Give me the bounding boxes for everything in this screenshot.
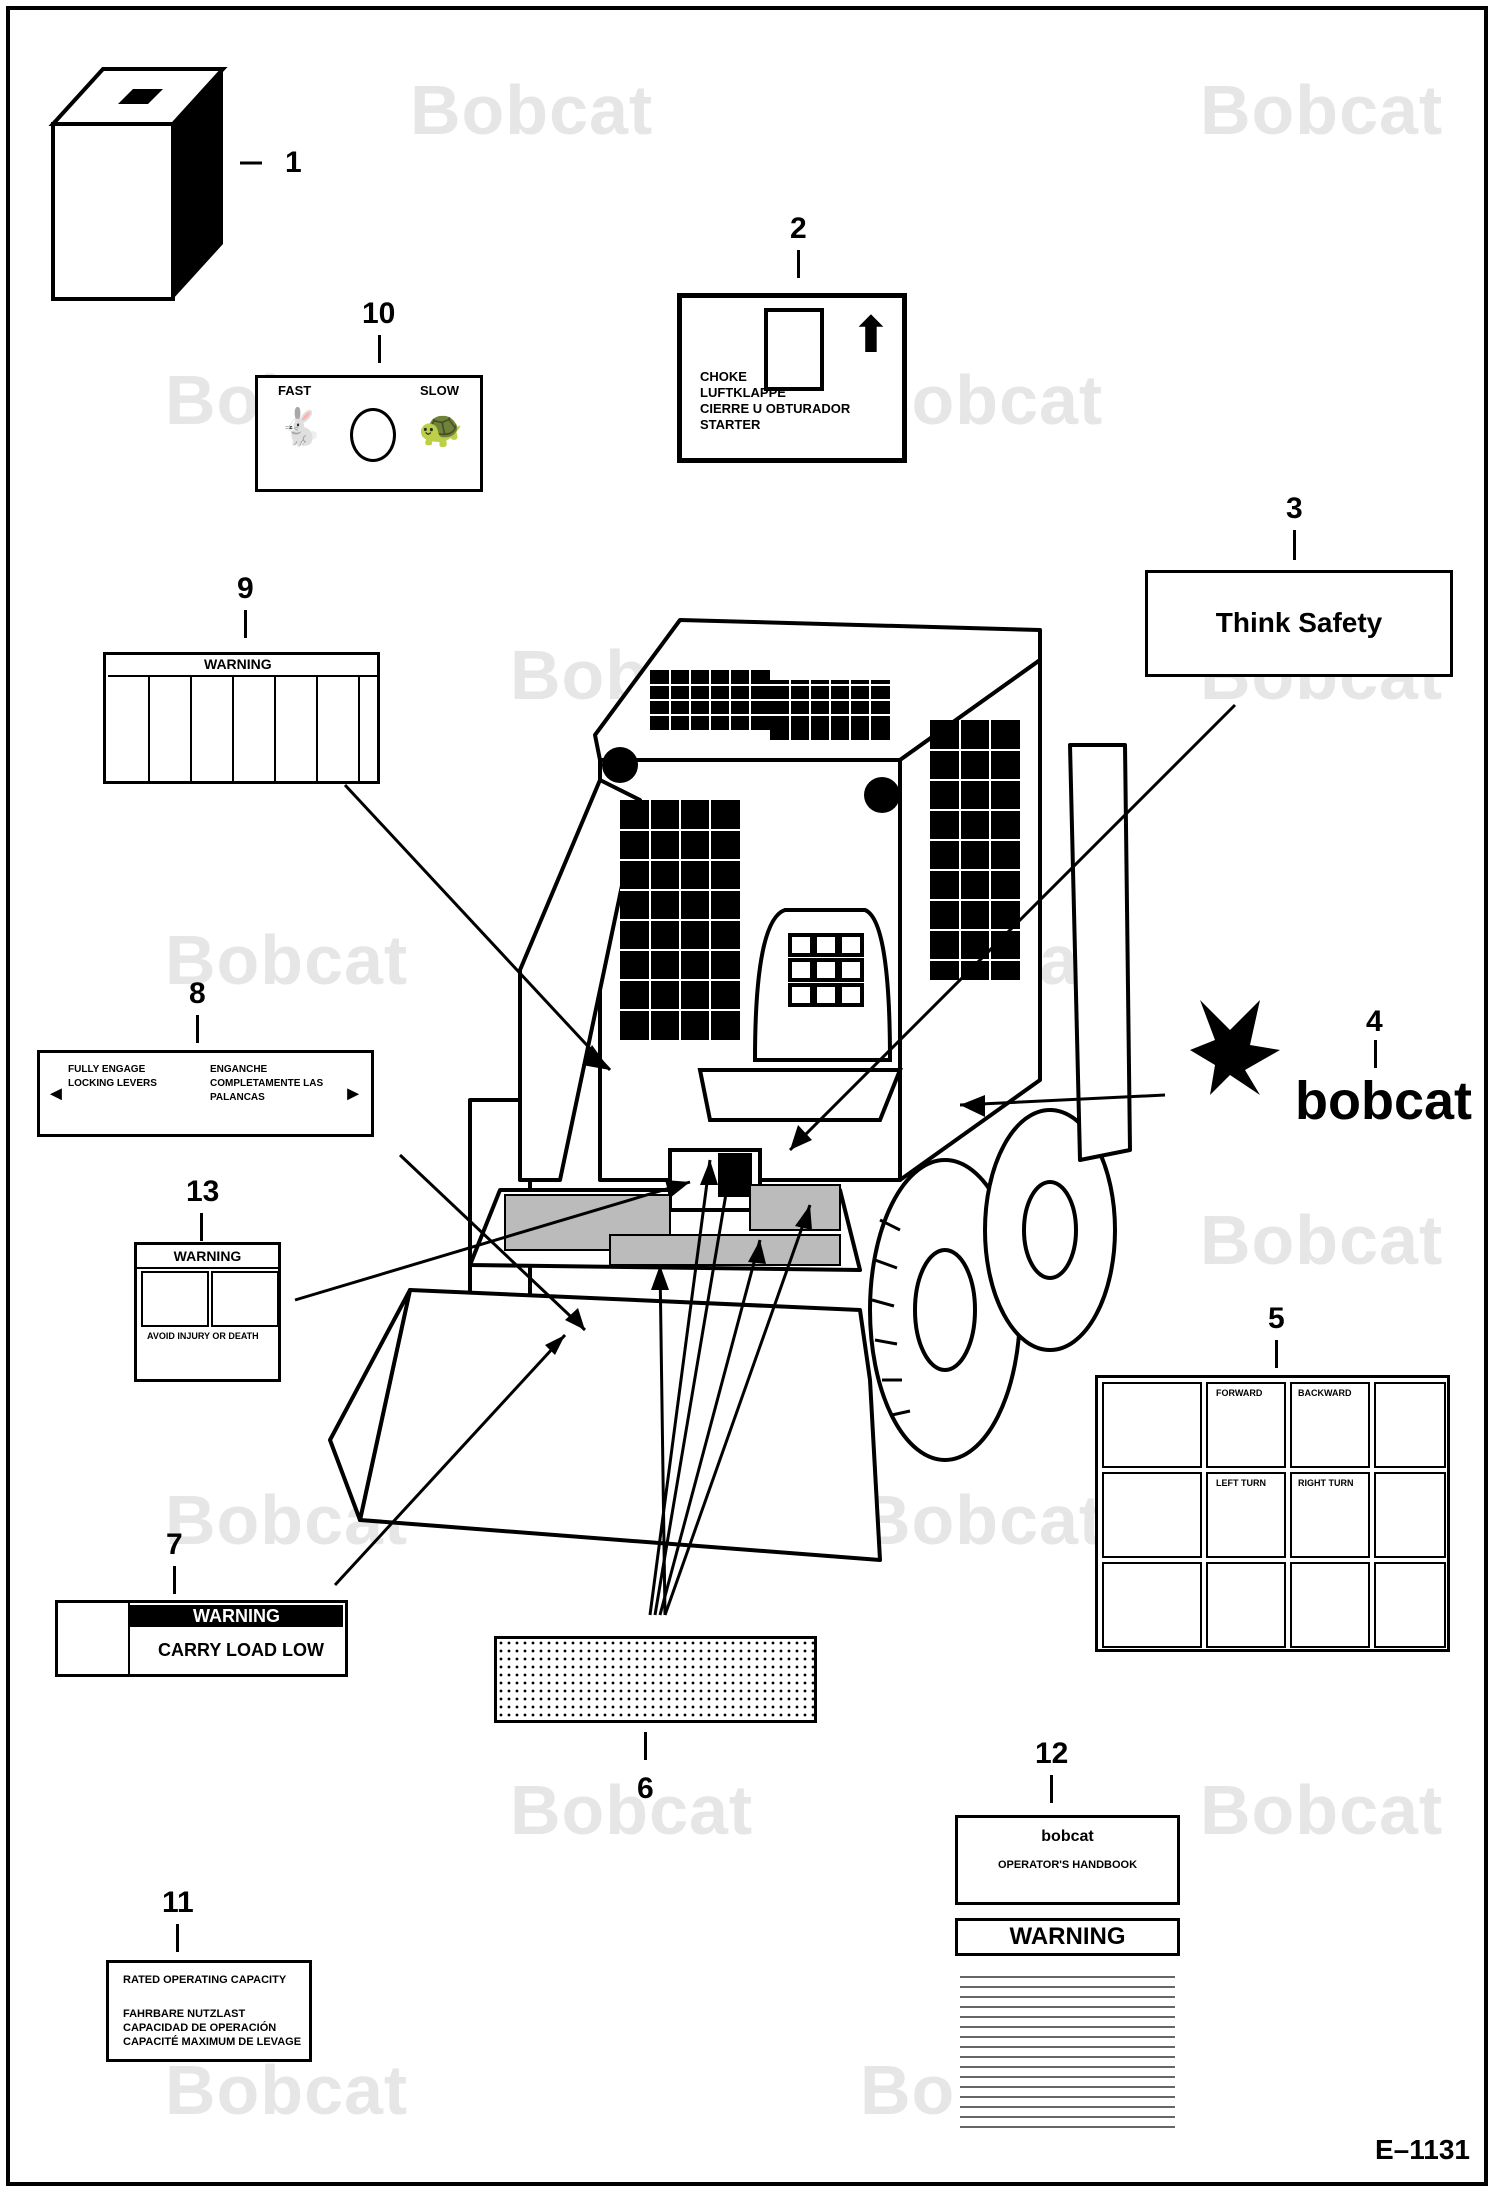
seat-cushion: [697, 1068, 903, 1122]
callout-4: 4: [1366, 1005, 1383, 1038]
decal-12-warning: WARNING: [955, 1918, 1180, 1956]
decal-10-throttle: FAST SLOW 🐇 🐢: [255, 375, 483, 492]
decal-12-handbook: bobcat OPERATOR'S HANDBOOK: [955, 1815, 1180, 1905]
choke-knob-icon: [764, 308, 824, 391]
callout-7: 7: [166, 1528, 183, 1561]
drawing-frame: [6, 6, 1488, 2186]
warning-header: WARNING: [137, 1245, 278, 1269]
decal-6-floor-grip: [494, 1636, 817, 1723]
left-lift-arm: [518, 778, 642, 1182]
throttle-dial-icon: [350, 408, 396, 462]
work-light-left: [602, 747, 638, 783]
bobcat-watermark: Bobcat: [1200, 1201, 1444, 1279]
callout-8: 8: [189, 977, 206, 1010]
pictogram-2: [211, 1271, 278, 1327]
arrow-left-icon: ◄: [46, 1083, 66, 1105]
decal-7-carry-load-low: WARNING CARRY LOAD LOW: [55, 1600, 348, 1677]
pictogram-1: [141, 1271, 209, 1327]
arrow-right-icon: ►: [343, 1083, 363, 1105]
side-screen-right: [930, 720, 1020, 980]
right-lift-arm: [1068, 743, 1132, 1162]
bobcat-watermark: Bobcat: [165, 921, 409, 999]
warning-pictograms: [108, 675, 377, 781]
callout-6: 6: [637, 1772, 654, 1805]
decal-11-rated-capacity: RATED OPERATING CAPACITY FAHRBARE NUTZLA…: [106, 1960, 312, 2062]
callout-5: 5: [1268, 1302, 1285, 1335]
decal-8-locking-levers: FULLY ENGAGE LOCKING LEVERS ENGANCHE COM…: [37, 1050, 374, 1137]
callout-11: 11: [162, 1886, 194, 1919]
callout-9: 9: [237, 572, 254, 605]
bobcat-wordmark: bobcat: [1295, 1071, 1473, 1131]
decal-3-think-safety: Think Safety: [1145, 570, 1453, 677]
rabbit-icon: 🐇: [278, 406, 323, 447]
arrow-up-icon: ⬆: [850, 307, 892, 363]
bobcat-head-logo-icon: [1190, 990, 1300, 1100]
bucket: [358, 1288, 882, 1562]
bobcat-watermark: Bobcat: [860, 1481, 1104, 1559]
callout-10: 10: [362, 297, 396, 330]
callout-3: 3: [1286, 492, 1303, 525]
work-light-right: [864, 777, 900, 813]
warning-text-lines: [960, 1968, 1175, 2128]
callout-12: 12: [1035, 1737, 1069, 1770]
bobcat-watermark: Bobcat: [1200, 1771, 1444, 1849]
figure-code: E–1131: [1375, 2134, 1470, 2165]
turtle-icon: 🐢: [418, 408, 463, 449]
bobcat-watermark: Bobcat: [510, 1771, 754, 1849]
callout-2: 2: [790, 212, 807, 245]
bobcat-watermark: Bobcat: [165, 2051, 409, 2129]
floor-grip-right: [749, 1184, 841, 1231]
decal-1-manual-box: [48, 67, 228, 301]
carry-load-pictogram: [58, 1603, 130, 1674]
bobcat-watermark: Bobcat: [1200, 71, 1444, 149]
bobcat-watermark: Bobcat: [410, 71, 654, 149]
decal-13-warning: WARNING AVOID INJURY OR DEATH: [134, 1242, 281, 1382]
decal-9-warning: WARNING: [103, 652, 380, 784]
callout-1: 1: [285, 146, 302, 179]
warning-header: WARNING: [130, 1605, 343, 1627]
decal-2-choke: ⬆ CHOKE LUFTKLAPPE CIERRE U OBTURADOR ST…: [677, 293, 907, 463]
decal-5-controls: FORWARD BACKWARD LEFT TURN RIGHT TURN: [1095, 1375, 1450, 1652]
callout-13: 13: [186, 1175, 220, 1208]
